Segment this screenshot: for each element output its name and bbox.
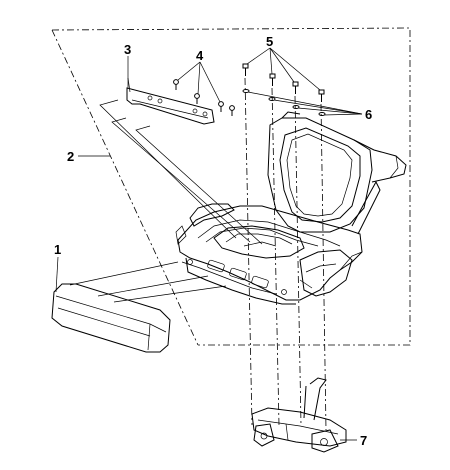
bolt-axis-lines xyxy=(244,77,327,431)
part-bracket xyxy=(99,77,263,245)
callout-leaders xyxy=(55,47,363,441)
part-lower-frame xyxy=(251,377,347,453)
part-bolts xyxy=(242,63,325,102)
callout-6: 6 xyxy=(365,107,372,122)
part-screws-small xyxy=(173,79,235,116)
part-front-pad xyxy=(51,261,227,353)
assembly-boundary xyxy=(51,27,411,346)
part-storage-box xyxy=(175,111,407,305)
callout-2: 2 xyxy=(67,149,74,164)
callout-1: 1 xyxy=(54,242,61,257)
part-washers xyxy=(242,89,326,116)
callout-3: 3 xyxy=(124,42,131,57)
callout-5: 5 xyxy=(266,34,273,49)
callout-4: 4 xyxy=(196,48,204,63)
callout-7: 7 xyxy=(360,433,367,448)
